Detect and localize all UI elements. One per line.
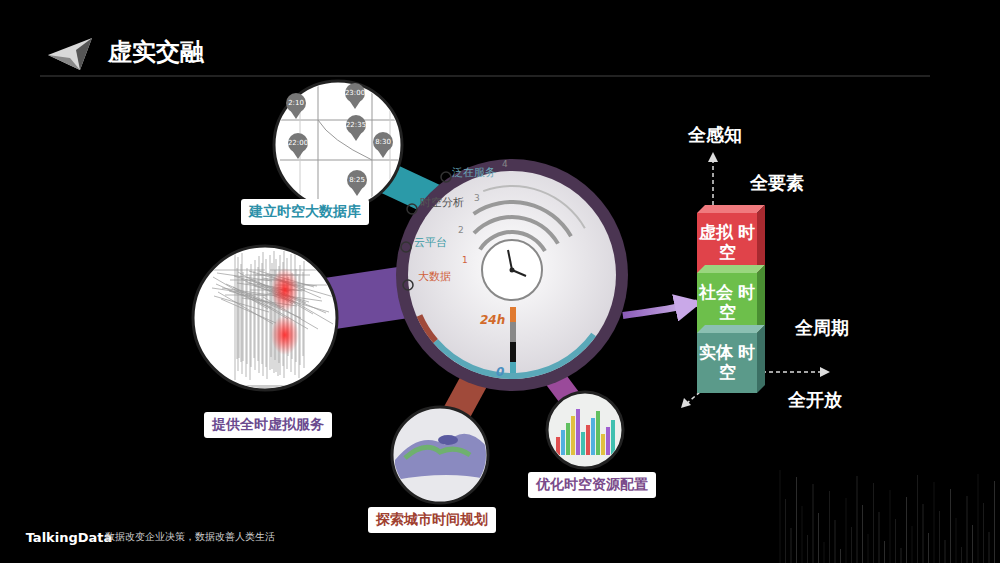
pin-time: 2:10 [288,99,304,107]
axis-label: 全开放 [788,388,842,412]
clock-hub: 泛在服务 4 时空分析 3 云平台 2 大数据 1 24h 0 [394,157,630,393]
axis-arrowheads [681,152,830,408]
axis-arrows [686,160,822,404]
cube-label: 虚拟 时空 [697,213,757,273]
caption-text: 提供全时虚拟服务 [212,416,324,434]
callout-number: 4 [502,159,508,169]
footer-text: 数据改变企业决策，数据改善人类生活 [105,530,275,544]
pin-time: 8:30 [375,138,391,146]
header-rule [40,76,930,77]
pin-time: 8:25 [349,176,365,184]
hub-label: 云平台 [414,235,447,250]
logo [48,38,92,70]
axis-label: 全周期 [795,316,849,340]
pin-time: 23:00 [345,89,365,97]
page-title: 虚实交融 [108,36,204,68]
hub-label: 泛在服务 [452,165,496,180]
hub-label: 大数据 [418,269,451,284]
callout-number: 2 [458,225,464,235]
caption-box: 提供全时虚拟服务 [204,412,332,438]
city-bars-photo [547,392,623,468]
callout-number: 1 [462,255,468,265]
caption-box: 优化时空资源配置 [528,472,656,498]
footer-text: TalkingData [26,530,113,545]
hub-label: 24h [480,313,505,327]
cube-label: 社会 时空 [697,273,757,333]
pin-time: 22:00 [288,139,308,147]
caption-box: 探索城市时间规划 [368,507,496,533]
space-cube: 社会 时空 [697,265,765,333]
caption-text: 建立时空大数据库 [249,203,361,221]
space-cube: 实体 时空 [697,325,765,393]
axis-label: 全感知 [688,123,742,147]
space-cube: 虚拟 时空 [697,205,765,273]
caption-text: 探索城市时间规划 [376,511,488,529]
hub-label: 时空分析 [420,195,464,210]
pin-time: 22:35 [346,121,366,129]
callout-number: 3 [474,193,480,203]
caption-box: 建立时空大数据库 [241,199,369,225]
caption-text: 优化时空资源配置 [536,476,648,494]
map-photo [274,80,402,210]
virtual-model-photo [193,246,337,400]
texture [780,470,995,563]
axis-label: 全要素 [750,171,804,195]
terrain-photo [392,407,490,503]
hub-label: 0 [496,365,504,379]
flow-arrow [623,303,697,315]
cube-label: 实体 时空 [697,333,757,393]
